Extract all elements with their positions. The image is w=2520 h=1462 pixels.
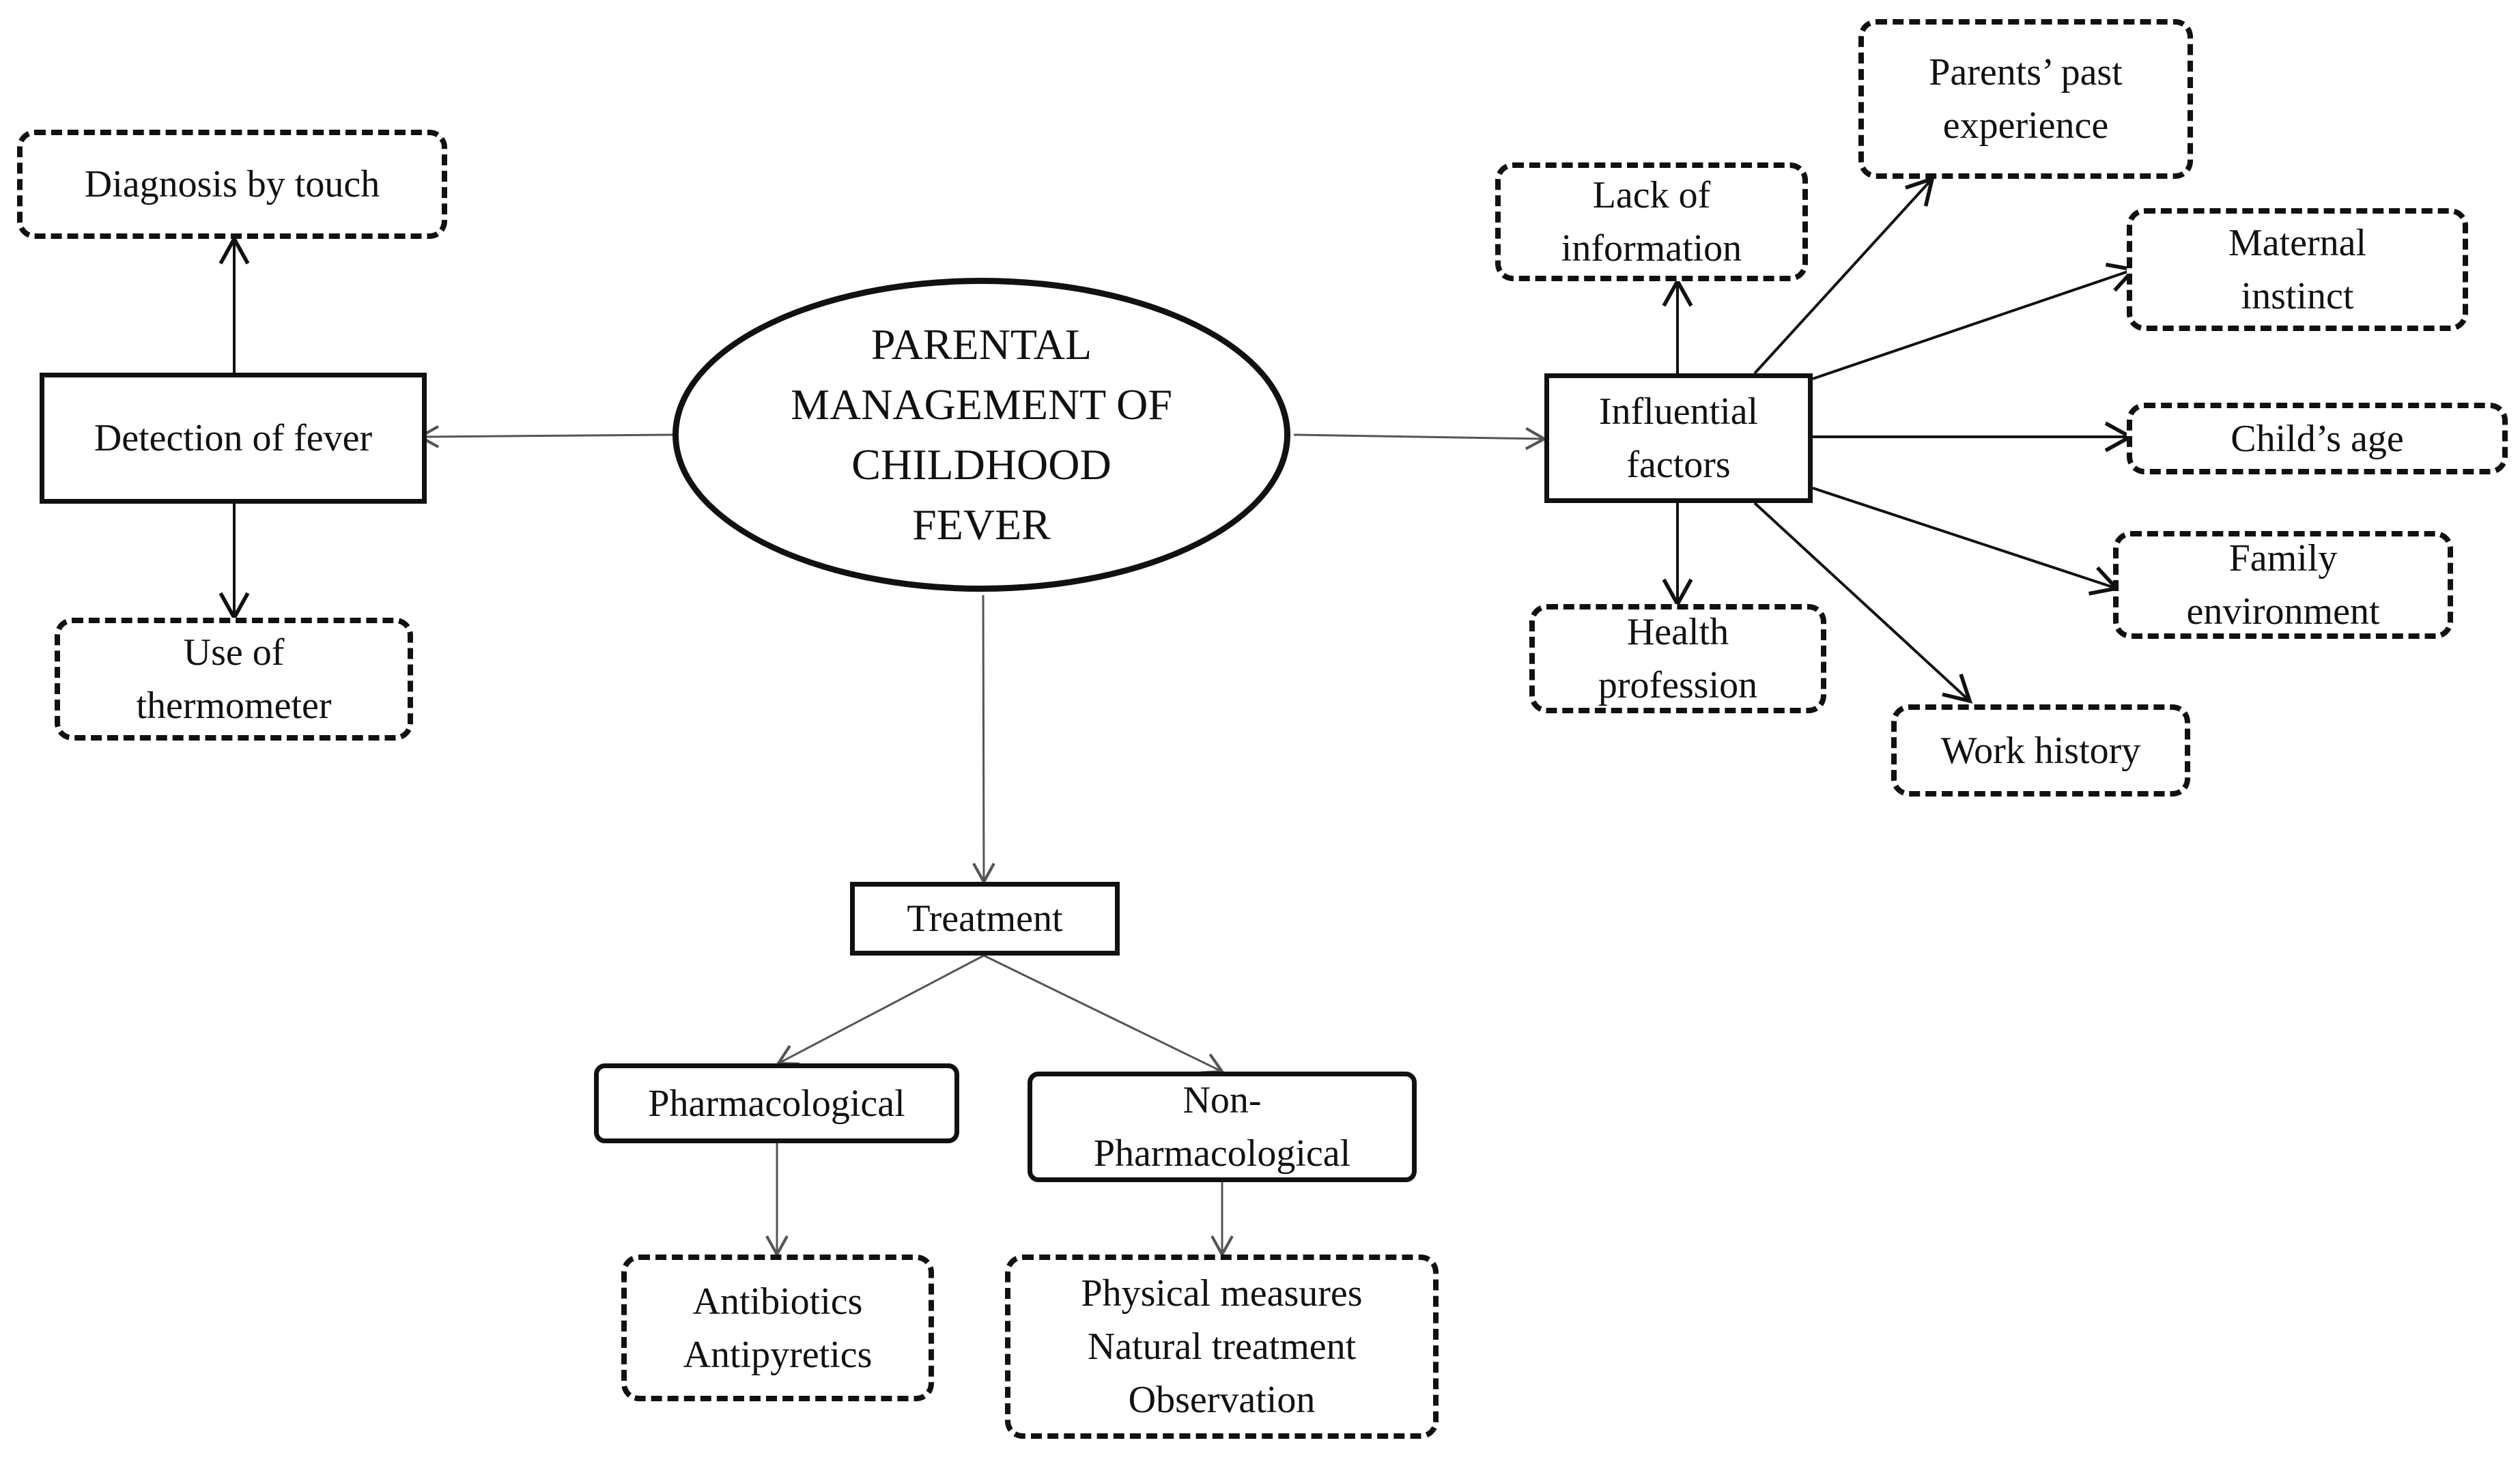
family-environment-line: environment — [2186, 590, 2380, 633]
work-history-node: Work history — [1891, 704, 2190, 797]
non-pharmacological-item: Observation — [1128, 1379, 1316, 1421]
maternal-instinct-line: Maternal — [2228, 222, 2367, 264]
pharmacological-node: Pharmacological — [594, 1063, 959, 1143]
influential-factors-node: Influential factors — [1544, 373, 1813, 503]
use-of-thermometer-line: Use of — [183, 631, 285, 674]
non-pharmacological-items-node: Physical measures Natural treatment Obse… — [1005, 1255, 1439, 1439]
pharmacological-label: Pharmacological — [648, 1082, 905, 1125]
lack-of-information-line: information — [1561, 227, 1742, 270]
arrow-center-to-detection — [416, 425, 673, 448]
childs-age-label: Child’s age — [2231, 417, 2404, 460]
central-topic: PARENTAL MANAGEMENT OF CHILDHOOD FEVER — [673, 278, 1290, 592]
non-pharmacological-node: Non- Pharmacological — [1028, 1072, 1417, 1182]
diagnosis-by-touch-label: Diagnosis by touch — [84, 163, 380, 205]
detection-of-fever-label: Detection of fever — [94, 417, 373, 459]
lack-of-information-node: Lack of information — [1495, 162, 1808, 281]
lack-of-information-line: Lack of — [1592, 174, 1711, 216]
parents-past-experience-node: Parents’ past experience — [1858, 19, 2193, 179]
arrow-influential-to-family-environment — [1812, 487, 2121, 596]
family-environment-line: Family — [2228, 537, 2338, 579]
non-pharmacological-line: Non- — [1183, 1079, 1262, 1121]
pharmacological-item: Antipyretics — [683, 1333, 873, 1376]
influential-factors-line: factors — [1626, 444, 1731, 486]
use-of-thermometer-node: Use of thermometer — [55, 618, 413, 741]
arrow-influential-to-maternal-instinct — [1812, 262, 2138, 380]
maternal-instinct-line: instinct — [2241, 275, 2354, 317]
health-profession-line: Health — [1626, 611, 1729, 653]
arrow-influential-to-work-history — [1753, 502, 1973, 704]
family-environment-node: Family environment — [2113, 531, 2453, 639]
non-pharmacological-item: Natural treatment — [1087, 1325, 1357, 1368]
parents-past-experience-line: experience — [1942, 104, 2109, 147]
arrow-treatment-to-pharmacological — [776, 954, 985, 1065]
arrow-treatment-to-non-pharmacological — [983, 954, 1225, 1074]
diagnosis-by-touch-node: Diagnosis by touch — [17, 130, 447, 239]
non-pharmacological-item: Physical measures — [1081, 1272, 1363, 1315]
treatment-label: Treatment — [907, 898, 1063, 940]
work-history-label: Work history — [1940, 729, 2141, 772]
non-pharmacological-line: Pharmacological — [1093, 1132, 1351, 1175]
childs-age-node: Child’s age — [2127, 403, 2508, 474]
pharmacological-item: Antibiotics — [692, 1280, 863, 1323]
detection-of-fever-node: Detection of fever — [40, 373, 427, 504]
parents-past-experience-line: Parents’ past — [1929, 51, 2123, 94]
arrow-influential-to-past-experience — [1753, 175, 1935, 375]
health-profession-node: Health profession — [1529, 604, 1826, 713]
treatment-node: Treatment — [850, 882, 1120, 956]
maternal-instinct-node: Maternal instinct — [2127, 208, 2468, 331]
pharmacological-items-node: Antibiotics Antipyretics — [621, 1255, 934, 1401]
central-topic-line: MANAGEMENT OF — [791, 380, 1172, 429]
influential-factors-line: Influential — [1598, 390, 1759, 433]
arrow-center-to-treatment — [972, 594, 995, 885]
central-topic-line: CHILDHOOD — [851, 440, 1112, 489]
use-of-thermometer-line: thermometer — [136, 685, 332, 727]
arrow-center-to-influential — [1293, 427, 1548, 450]
central-topic-line: PARENTAL — [870, 320, 1092, 369]
central-topic-line: FEVER — [912, 500, 1051, 549]
health-profession-line: profession — [1598, 664, 1758, 706]
